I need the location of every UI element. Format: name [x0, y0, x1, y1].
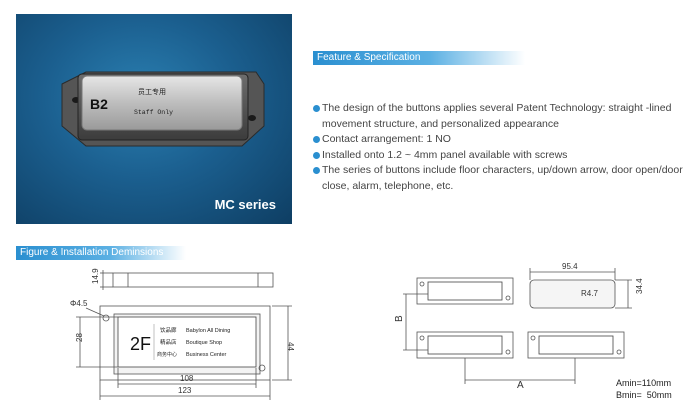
- sign-row1-en: Babylon All Dining: [186, 328, 230, 334]
- plate-floor-text: B2: [90, 96, 108, 112]
- panel-cutout: [529, 279, 616, 309]
- feature-item: The series of buttons include floor char…: [313, 163, 693, 194]
- feature-list: The design of the buttons applies severa…: [313, 101, 693, 194]
- sign-row2-cn: 精品店: [160, 338, 177, 346]
- feature-item: The design of the buttons applies severa…: [313, 101, 693, 132]
- feature-item: Installed onto 1.2 ~ 4mm panel available…: [313, 148, 693, 164]
- sign-floor: 2F: [130, 334, 151, 354]
- dim-width-outer: 123: [178, 386, 192, 395]
- dim-side-height: 14.9: [91, 268, 100, 284]
- button-illustration: B2 员工专用 Staff Only: [61, 71, 265, 147]
- product-photo: B2 员工专用 Staff Only MC series: [16, 14, 292, 224]
- sign-row1-cn: 饮品廊: [160, 326, 177, 334]
- dim-hole-dia: Φ4.5: [70, 299, 88, 308]
- sign-row3-cn: 商务中心: [157, 351, 177, 358]
- sign-row2-en: Boutique Shop: [186, 340, 222, 346]
- dim-height-outer: 44: [286, 342, 295, 351]
- layout-button-bottom-right: [527, 331, 625, 359]
- side-view: [112, 272, 274, 288]
- series-label: MC series: [214, 197, 276, 212]
- dim-width-inner: 108: [180, 374, 194, 383]
- figure-section-title: Figure & Installation Deminsions: [16, 246, 186, 260]
- bmin-note: Bmin= 50mm: [616, 390, 672, 400]
- front-view-flange: [99, 305, 271, 381]
- feature-item: Contact arrangement: 1 NO: [313, 132, 693, 148]
- dim-cutout-radius: R4.7: [581, 289, 598, 298]
- plate-en-text: Staff Only: [134, 109, 173, 116]
- installation-drawing: 2F 饮品廊 Babylon All Dining 精品店 Boutique S…: [70, 262, 672, 400]
- dim-a: A: [517, 380, 524, 391]
- amin-note: Amin=110mm: [616, 378, 671, 388]
- dim-cutout-width: 95.4: [562, 262, 578, 271]
- feature-section-title: Feature & Specification: [313, 51, 525, 65]
- dim-height-inner: 28: [75, 333, 84, 342]
- plate-cn-text: 员工专用: [138, 87, 166, 96]
- dim-cutout-height: 34.4: [635, 278, 644, 294]
- layout-button-top: [416, 277, 514, 305]
- dim-b: B: [394, 315, 405, 322]
- sign-row3-en: Business Center: [186, 352, 227, 358]
